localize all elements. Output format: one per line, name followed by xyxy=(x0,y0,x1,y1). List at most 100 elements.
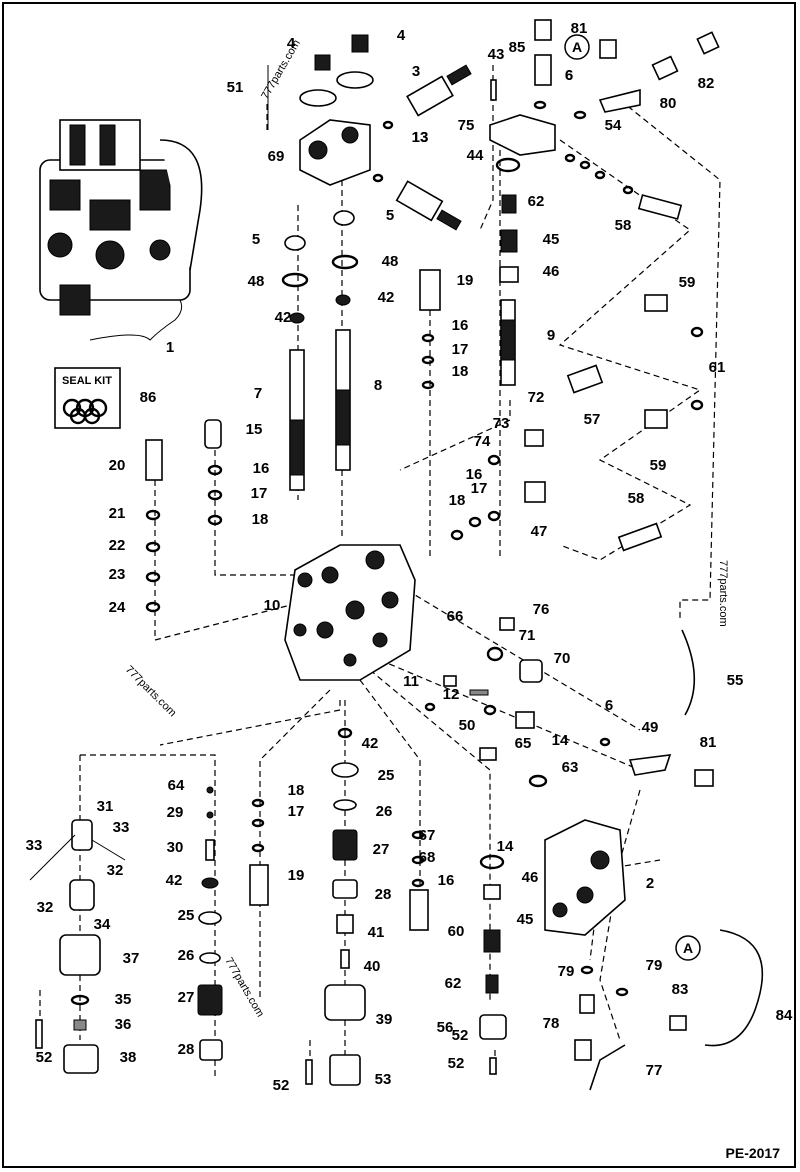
callout-53: 53 xyxy=(375,1071,392,1088)
callout-32: 32 xyxy=(107,862,124,879)
callout-28: 28 xyxy=(178,1041,195,1058)
callout-14: 14 xyxy=(552,732,569,749)
callout-33: 33 xyxy=(26,837,43,854)
callout-3: 3 xyxy=(412,63,420,80)
valve-assembly-illustration xyxy=(39,119,203,341)
callout-83: 83 xyxy=(672,981,689,998)
callout-70: 70 xyxy=(554,650,571,667)
callout-71: 71 xyxy=(519,627,536,644)
callout-74: 74 xyxy=(474,433,491,450)
watermark: 777parts.com xyxy=(717,560,729,627)
callout-47: 47 xyxy=(531,523,548,540)
callout-73: 73 xyxy=(493,415,510,432)
callout-43: 43 xyxy=(488,46,505,63)
callout-69: 69 xyxy=(268,148,285,165)
callout-52: 52 xyxy=(448,1055,465,1072)
callout-17: 17 xyxy=(452,341,469,358)
callout-18: 18 xyxy=(252,511,269,528)
callout-68: 68 xyxy=(419,849,436,866)
callout-39: 39 xyxy=(376,1011,393,1028)
callout-25: 25 xyxy=(378,767,395,784)
callout-13: 13 xyxy=(412,129,429,146)
callout-77: 77 xyxy=(646,1062,663,1079)
callout-5: 5 xyxy=(252,231,260,248)
callout-30: 30 xyxy=(167,839,184,856)
callout-55: 55 xyxy=(727,672,744,689)
callout-79: 79 xyxy=(558,963,575,980)
callout-18: 18 xyxy=(288,782,305,799)
page-code: PE-2017 xyxy=(726,1145,781,1161)
callout-21: 21 xyxy=(109,505,126,522)
callout-28: 28 xyxy=(375,886,392,903)
callout-75: 75 xyxy=(458,117,475,134)
callout-41: 41 xyxy=(368,924,385,941)
callout-82: 82 xyxy=(698,75,715,92)
callout-27: 27 xyxy=(373,841,390,858)
callout-11: 11 xyxy=(403,673,419,690)
callout-42: 42 xyxy=(275,309,292,326)
callout-42: 42 xyxy=(362,735,379,752)
callout-38: 38 xyxy=(120,1049,137,1066)
callout-40: 40 xyxy=(364,958,381,975)
callout-78: 78 xyxy=(543,1015,560,1032)
callout-10: 10 xyxy=(264,597,281,614)
callout-59: 59 xyxy=(650,457,667,474)
callout-67: 67 xyxy=(419,827,436,844)
connector-ref-bottom: A xyxy=(675,935,701,961)
callout-58: 58 xyxy=(628,490,645,507)
callout-17: 17 xyxy=(471,480,488,497)
watermark: 777parts.com xyxy=(259,38,303,102)
callout-32: 32 xyxy=(37,899,54,916)
callout-4: 4 xyxy=(397,27,406,44)
callout-52: 52 xyxy=(36,1049,53,1066)
watermark: 777parts.com xyxy=(123,664,179,720)
connector-ref-label: A xyxy=(683,940,693,956)
callout-29: 29 xyxy=(167,804,184,821)
callout-4: 4 xyxy=(287,35,296,52)
callout-6: 6 xyxy=(605,697,613,714)
callout-36: 36 xyxy=(115,1016,132,1033)
callout-17: 17 xyxy=(288,803,305,820)
callout-57: 57 xyxy=(584,411,601,428)
callout-6: 6 xyxy=(565,67,573,84)
callout-31: 31 xyxy=(97,798,114,815)
callout-19: 19 xyxy=(288,867,305,884)
callout-15: 15 xyxy=(246,421,263,438)
callout-26: 26 xyxy=(376,803,393,820)
seal-kit-box xyxy=(54,367,121,429)
connector-ref-label: A xyxy=(572,39,582,55)
callout-52: 52 xyxy=(273,1077,290,1094)
callout-26: 26 xyxy=(178,947,195,964)
callout-9: 9 xyxy=(547,327,555,344)
connector-ref-top: A xyxy=(564,34,590,60)
callout-18: 18 xyxy=(449,492,466,509)
callout-14: 14 xyxy=(497,838,514,855)
callout-64: 64 xyxy=(168,777,185,794)
callout-22: 22 xyxy=(109,537,126,554)
part-graphics xyxy=(29,19,764,1091)
callout-44: 44 xyxy=(467,147,484,164)
callout-12: 12 xyxy=(443,686,460,703)
callout-81: 81 xyxy=(700,734,717,751)
seal-kit-label: SEAL KIT xyxy=(62,375,112,387)
callout-80: 80 xyxy=(660,95,677,112)
callout-20: 20 xyxy=(109,457,126,474)
callout-54: 54 xyxy=(605,117,622,134)
callout-34: 34 xyxy=(94,916,111,933)
callout-7: 7 xyxy=(254,385,262,402)
callout-37: 37 xyxy=(123,950,140,967)
callout-56: 56 xyxy=(437,1019,454,1036)
callout-5: 5 xyxy=(386,207,394,224)
callout-33: 33 xyxy=(113,819,130,836)
callout-23: 23 xyxy=(109,566,126,583)
callout-50: 50 xyxy=(459,717,476,734)
callout-48: 48 xyxy=(248,273,265,290)
callout-1: 1 xyxy=(166,339,174,356)
callout-17: 17 xyxy=(251,485,268,502)
callout-63: 63 xyxy=(562,759,579,776)
callout-42: 42 xyxy=(378,289,395,306)
callout-27: 27 xyxy=(178,989,195,1006)
